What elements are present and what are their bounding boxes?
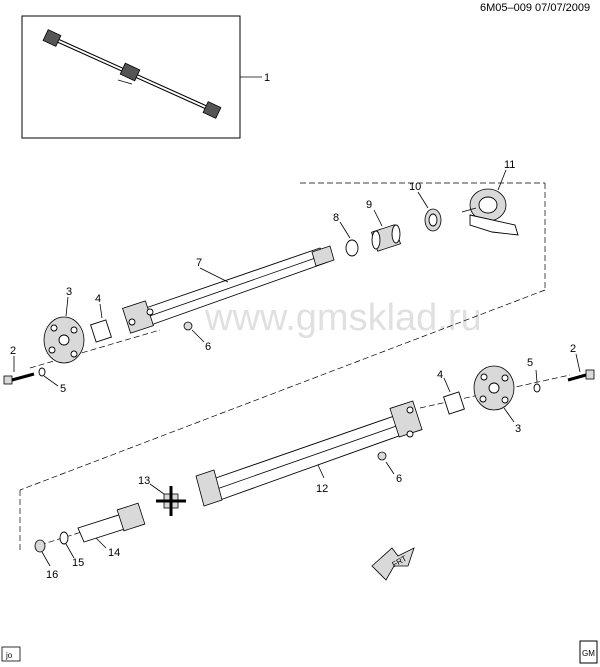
- callout-6-front: 6: [205, 341, 211, 353]
- snap-ring-8: [345, 239, 359, 257]
- callout-3-rear: 3: [515, 423, 521, 435]
- callout-5-rear: 5: [527, 357, 533, 369]
- bearing-10: [424, 208, 442, 232]
- callout-8: 8: [333, 212, 339, 224]
- callout-7: 7: [196, 257, 202, 269]
- washer-5-rear: [533, 383, 541, 393]
- washer-5-front: [38, 367, 46, 377]
- rear-propeller-shaft: [195, 400, 423, 507]
- callout-11: 11: [504, 159, 515, 171]
- callout-14: 14: [108, 547, 120, 559]
- bolt-2-rear: [567, 369, 595, 382]
- callout-13: 13: [138, 475, 150, 487]
- callout-2-rear: 2: [570, 343, 576, 355]
- callout-1: 1: [264, 72, 270, 84]
- callout-6-rear: 6: [396, 473, 402, 485]
- bolt-2-front: [3, 372, 35, 385]
- watermark: www.gmsklad.ru: [204, 297, 482, 339]
- front-propeller-shaft: [122, 245, 335, 334]
- boot-9: [370, 224, 402, 252]
- nut-6-front: [183, 321, 193, 331]
- callout-16: 16: [46, 569, 58, 581]
- gm-logo-icon: GM: [579, 640, 598, 664]
- flex-coupling-3-front: [43, 316, 85, 364]
- bushing-4-front: [90, 319, 112, 343]
- seal-15: [59, 531, 69, 545]
- seal-16: [34, 539, 46, 553]
- callout-12: 12: [316, 483, 328, 495]
- slip-yoke-14: [77, 502, 146, 543]
- inset-assembly: [21, 15, 241, 139]
- svg-text:GM: GM: [582, 649, 595, 658]
- callout-4-front: 4: [95, 293, 101, 305]
- bushing-4-rear: [443, 391, 465, 415]
- callout-5-front: 5: [60, 383, 66, 395]
- footer-left-tag: jo: [5, 651, 13, 660]
- callout-2-front: 2: [10, 345, 16, 357]
- nut-6-rear: [377, 451, 387, 461]
- center-bearing-11: [461, 188, 519, 236]
- callout-10: 10: [409, 181, 421, 193]
- diagram-code: 6M05–009 07/07/2009: [480, 2, 590, 14]
- assembly-guides: [19, 182, 571, 550]
- universal-joint-13: [156, 486, 186, 516]
- front-arrow-icon: FRT: [371, 547, 415, 581]
- flex-coupling-3-rear: [473, 365, 515, 411]
- footer-tag-box: [1, 646, 21, 662]
- callout-9: 9: [366, 199, 372, 211]
- callout-4-rear: 4: [437, 369, 443, 381]
- callout-15: 15: [72, 557, 84, 569]
- callout-3-front: 3: [66, 286, 72, 298]
